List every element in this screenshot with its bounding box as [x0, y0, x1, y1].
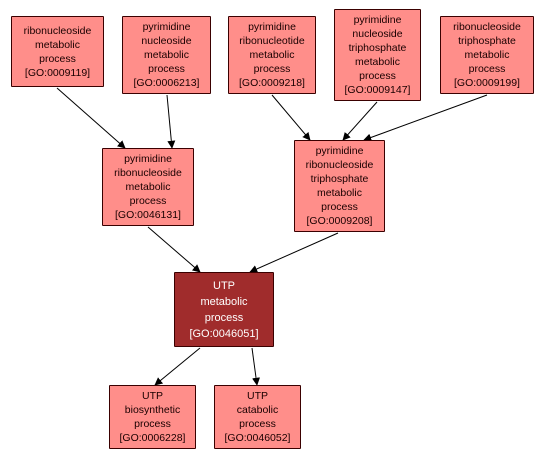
node-line: [GO:0006213]	[133, 77, 200, 89]
node-line: [GO:0009218]	[239, 77, 305, 89]
edge-n9147-to-n9208	[342, 101, 378, 141]
node-line: [GO:0009147]	[344, 84, 411, 96]
node-line: [GO:0009119]	[24, 66, 91, 79]
node-line: [GO:0046051]	[189, 327, 259, 340]
node-line: pyrimidine	[315, 145, 364, 157]
node-line: nucleoside	[141, 35, 192, 47]
node-line: metabolic	[464, 49, 510, 61]
node-line: UTP	[213, 279, 235, 292]
node-line: nucleoside	[352, 28, 403, 40]
node-line: metabolic	[125, 181, 171, 193]
node-go-0046052[interactable]: UTP catabolic process [GO:0046052]	[214, 385, 301, 449]
edge-n9199-to-n9208	[363, 94, 488, 142]
edge-n46051-to-n46052	[251, 347, 260, 386]
node-line: [GO:0046131]	[115, 209, 181, 221]
node-line: process	[321, 201, 358, 213]
node-line: triphosphate	[348, 42, 407, 54]
node-line: [GO:0009208]	[306, 215, 373, 227]
node-go-0009119[interactable]: ribonucleoside metabolic process [GO:000…	[11, 16, 104, 87]
node-line: ribonucleoside	[114, 167, 182, 179]
node-line: metabolic	[200, 295, 248, 308]
node-line: process	[253, 63, 291, 75]
node-line: triphosphate	[310, 173, 369, 185]
node-line: process	[134, 418, 171, 430]
node-line: ribonucleotide	[239, 35, 305, 47]
node-line: pyrimidine	[124, 153, 172, 165]
node-line: metabolic	[35, 38, 80, 51]
node-line: process	[468, 63, 506, 75]
node-line: [GO:0046052]	[224, 432, 291, 444]
node-line: ribonucleoside	[453, 21, 521, 33]
node-line: process	[39, 52, 76, 65]
edge-n46131-to-n46051	[147, 226, 201, 273]
node-line: process	[239, 418, 276, 430]
node-line: UTP	[142, 390, 163, 402]
node-line: ribonucleoside	[305, 159, 374, 171]
node-go-0046051-focus[interactable]: UTP metabolic process [GO:0046051]	[174, 272, 274, 347]
edge-n6213-to-n46131	[166, 94, 176, 149]
edge-n46051-to-n6228	[154, 347, 201, 386]
edge-n9208-to-n46051	[249, 232, 339, 273]
edge-n9119-to-n46131	[56, 87, 126, 149]
node-line: process	[148, 63, 185, 75]
node-go-0006228[interactable]: UTP biosynthetic process [GO:0006228]	[109, 385, 196, 449]
node-go-0009147[interactable]: pyrimidine nucleoside triphosphate metab…	[334, 9, 421, 101]
edge-n9218-to-n9208	[271, 94, 311, 141]
node-line: process	[204, 311, 244, 324]
node-line: pyrimidine	[353, 14, 402, 26]
node-line: metabolic	[355, 56, 400, 68]
node-line: metabolic	[317, 187, 362, 199]
node-go-0009208[interactable]: pyrimidine ribonucleoside triphosphate m…	[294, 140, 385, 232]
node-line: ribonucleoside	[23, 24, 92, 37]
node-line: [GO:0006228]	[119, 432, 186, 444]
node-go-0006213[interactable]: pyrimidine nucleoside metabolic process …	[122, 16, 211, 94]
node-line: UTP	[247, 390, 268, 402]
node-line: biosynthetic	[124, 404, 181, 416]
node-line: metabolic	[249, 49, 295, 61]
node-line: metabolic	[144, 49, 189, 61]
node-line: triphosphate	[458, 35, 516, 47]
node-go-0009218[interactable]: pyrimidine ribonucleotide metabolic proc…	[228, 16, 316, 94]
node-line: pyrimidine	[248, 21, 296, 33]
node-go-0009199[interactable]: ribonucleoside triphosphate metabolic pr…	[440, 16, 534, 94]
node-line: process	[359, 70, 396, 82]
node-line: pyrimidine	[142, 21, 191, 33]
node-line: [GO:0009199]	[454, 77, 520, 89]
node-go-0046131[interactable]: pyrimidine ribonucleoside metabolic proc…	[102, 148, 194, 226]
node-line: catabolic	[236, 404, 279, 416]
node-line: process	[129, 195, 167, 207]
